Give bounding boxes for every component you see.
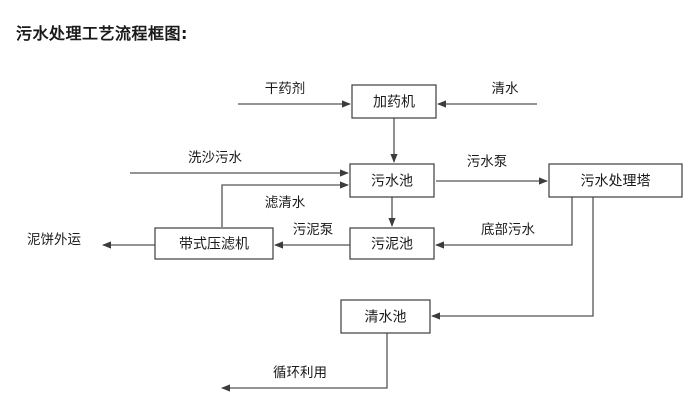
edge-label-dry-chemical: 干药剂 — [265, 81, 306, 97]
edge-bottom-wastewater: 底部污水 — [435, 197, 573, 249]
edge-sludge-pump: 污泥泵 — [274, 222, 350, 249]
node-label-treatment-tower: 污水处理塔 — [581, 174, 651, 190]
page-title: 污水处理工艺流程框图: — [16, 24, 188, 43]
node-belt-filter-press[interactable]: 带式压滤机 — [154, 227, 274, 260]
node-dosing-machine[interactable]: 加药机 — [351, 84, 437, 119]
edge-label-wastewater-pump: 污水泵 — [467, 154, 508, 170]
edge-wastewater-pump: 污水泵 — [436, 154, 548, 185]
edge-label-recycling: 循环利用 — [273, 365, 327, 381]
node-treatment-tower[interactable]: 污水处理塔 — [548, 163, 683, 198]
edge-label-filtered-clean-water: 滤清水 — [265, 195, 306, 211]
edge-mud-cake-out: 泥饼外运 — [27, 232, 155, 249]
node-label-dosing-machine: 加药机 — [373, 95, 415, 111]
edge-label-sludge-pump: 污泥泵 — [293, 222, 334, 238]
node-wastewater-pool[interactable]: 污水池 — [349, 163, 435, 198]
node-label-clean-water-pool: 清水池 — [365, 310, 407, 326]
edge-label-bottom-wastewater: 底部污水 — [481, 222, 535, 238]
edge-clean-water-in: 清水 — [437, 81, 537, 108]
edge-filtrate-return: 滤清水 — [221, 181, 349, 227]
edge-sand-wash-wastewater-in: 洗沙污水 — [130, 150, 349, 177]
edge-dry-chemical-in: 干药剂 — [238, 81, 351, 108]
node-sludge-pool[interactable]: 污泥池 — [349, 227, 435, 260]
edge-label-sand-wash-wastewater: 洗沙污水 — [188, 150, 242, 166]
edge-recycle-out: 循环利用 — [221, 333, 388, 392]
node-label-sludge-pool: 污泥池 — [371, 237, 413, 253]
edge-label-mud-cake-transport: 泥饼外运 — [27, 232, 81, 248]
node-label-belt-filter-press: 带式压滤机 — [179, 237, 249, 253]
node-label-wastewater-pool: 污水池 — [371, 174, 413, 190]
edge-label-clean-water: 清水 — [492, 81, 520, 97]
edge-tower-to-clean-water-pool — [431, 197, 594, 320]
node-clean-water-pool[interactable]: 清水池 — [340, 299, 431, 334]
